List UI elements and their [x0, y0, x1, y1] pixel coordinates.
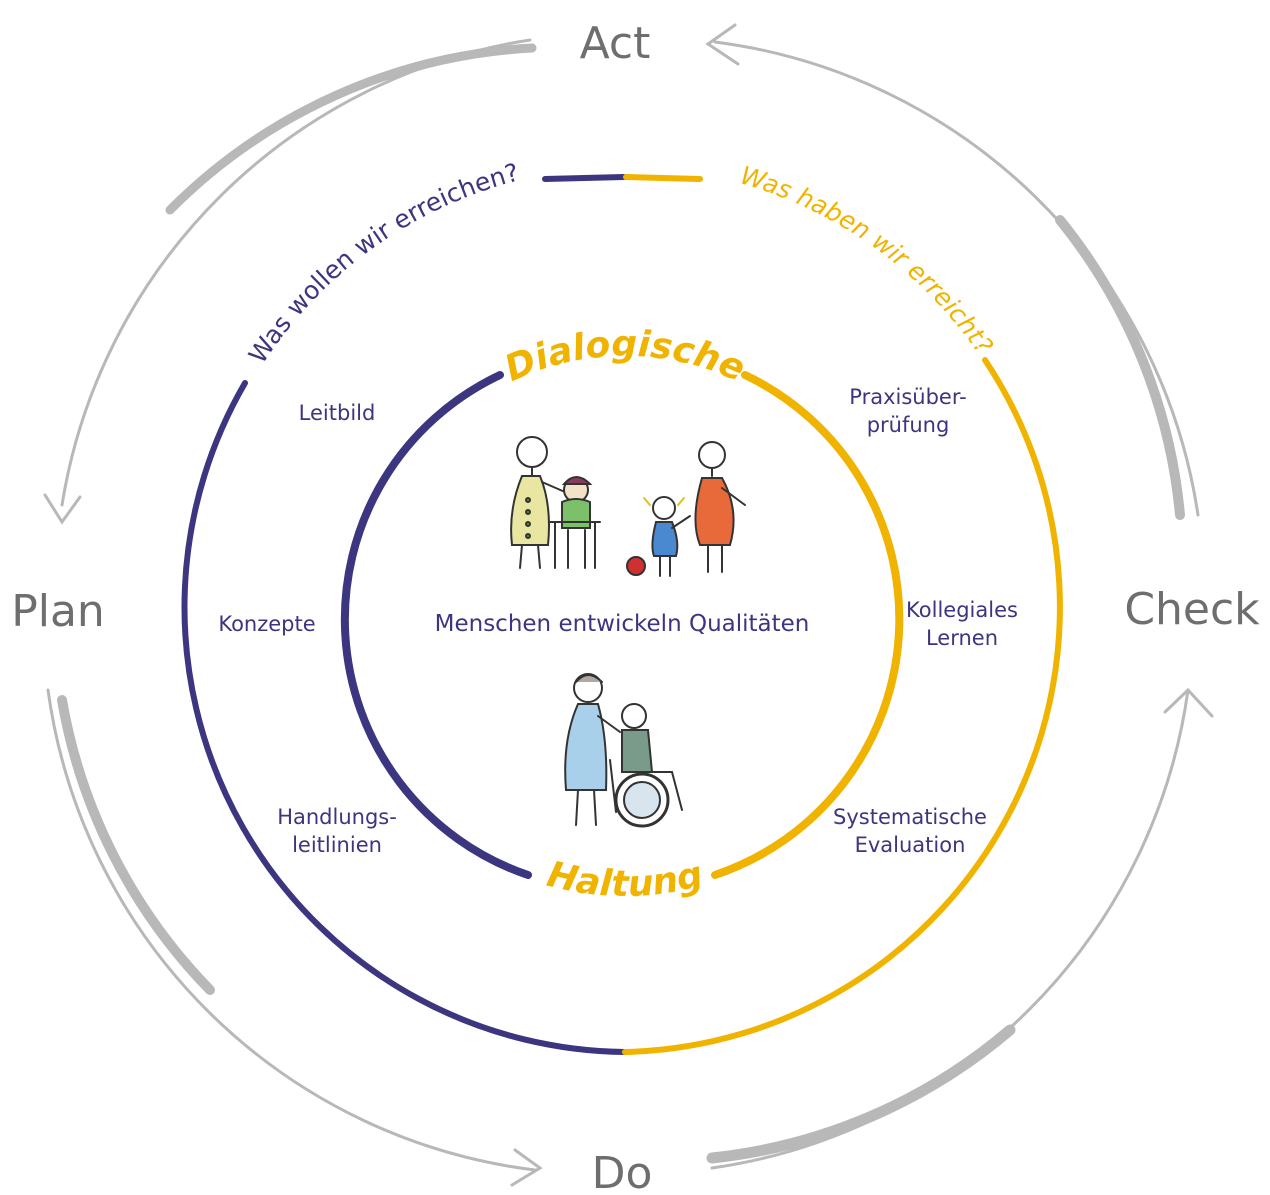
- label-check: Check: [1124, 584, 1260, 635]
- arrowhead-plan-icon: [43, 493, 82, 525]
- label-plan: Plan: [11, 586, 105, 637]
- inner-ring: [340, 371, 904, 879]
- arrow-act-to-plan: [60, 38, 532, 507]
- item-kollegiales-1: Kollegiales: [906, 598, 1018, 622]
- people-group-illustration: [510, 436, 746, 577]
- arrowhead-do-icon: [510, 1148, 543, 1187]
- item-handlung-2: leitlinien: [292, 833, 382, 857]
- arrow-do-to-check-band: [706, 1024, 1016, 1164]
- question-bar-navy: [542, 174, 627, 182]
- arrow-plan-to-do-band: [57, 695, 215, 995]
- arrowhead-act-icon: [705, 23, 740, 66]
- item-leitbild: Leitbild: [299, 401, 376, 425]
- item-evaluation-2: Evaluation: [855, 833, 966, 857]
- label-do: Do: [592, 1148, 653, 1195]
- center-statement: Menschen entwickeln Qualitäten: [435, 611, 810, 637]
- question-plan: Was wollen wir erreichen?: [243, 158, 522, 369]
- item-kollegiales-2: Lernen: [926, 626, 998, 650]
- arrowhead-check-icon: [1163, 687, 1214, 718]
- label-act: Act: [580, 18, 651, 69]
- cycle-arrows: [43, 23, 1214, 1187]
- inner-title-top: Dialogische: [499, 324, 751, 390]
- arrow-act-to-plan-band: [165, 43, 537, 215]
- item-praxis-2: prüfung: [867, 413, 950, 437]
- inner-ring-gold: [711, 371, 904, 879]
- item-konzepte: Konzepte: [218, 612, 315, 636]
- item-handlung-1: Handlungs-: [277, 805, 397, 829]
- arrow-check-to-act: [713, 40, 1200, 517]
- middle-ring-navy: [181, 380, 628, 1055]
- item-praxis-1: Praxisüber-: [849, 385, 966, 409]
- wheelchair-care-illustration: [564, 673, 683, 828]
- inner-ring-navy: [340, 371, 532, 879]
- question-check: Was haben wir erreicht?: [737, 161, 998, 360]
- middle-ring-gold: [622, 357, 1063, 1055]
- inner-title-bottom: Haltung: [543, 854, 706, 905]
- arrow-do-to-check: [710, 688, 1190, 1170]
- arrow-check-to-act-band: [1055, 215, 1185, 520]
- middle-ring: [181, 174, 1063, 1055]
- question-bar-gold: [623, 174, 703, 182]
- arrow-plan-to-do: [46, 688, 537, 1172]
- item-evaluation-1: Systematische: [833, 805, 987, 829]
